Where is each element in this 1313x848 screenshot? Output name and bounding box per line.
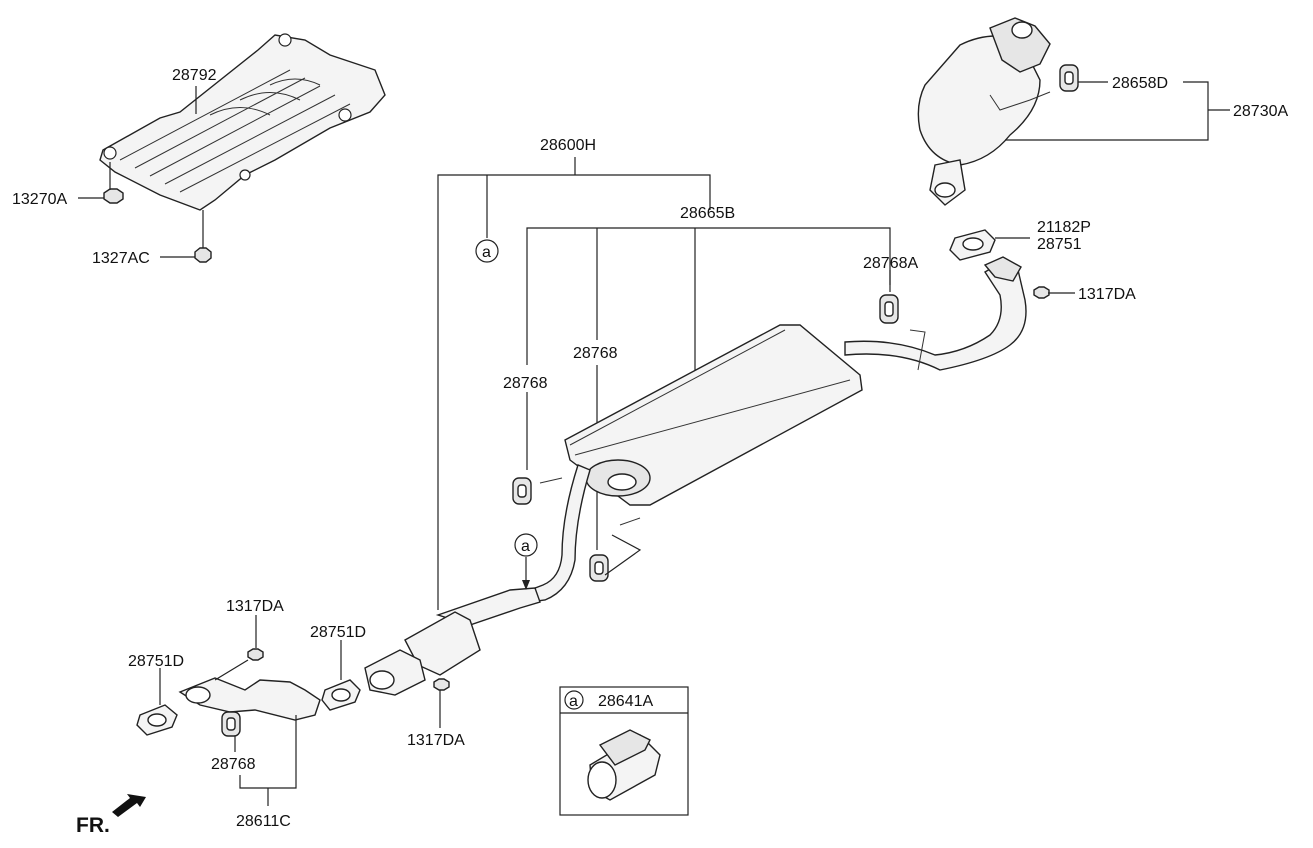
label-1327ac: 1327AC	[92, 250, 150, 267]
gasket-28751d-left	[136, 704, 178, 736]
label-28768-c: 28768	[211, 756, 256, 773]
front-pipe-part	[178, 677, 321, 721]
label-1317da-right: 1317DA	[1078, 286, 1136, 303]
label-28641a: 28641A	[598, 693, 653, 710]
label-1317da-top: 1317DA	[226, 598, 284, 615]
label-28600h: 28600H	[540, 137, 596, 154]
gasket-21182p	[949, 229, 996, 261]
inset-ref-a: a	[569, 693, 578, 710]
label-28751d-mid: 28751D	[310, 624, 366, 641]
front-catalyst-part	[364, 611, 481, 696]
converter-bracket	[989, 91, 1051, 111]
bolt-1317da-top	[247, 648, 264, 661]
label-28768a: 28768A	[863, 255, 918, 272]
rubber-hanger-28768a	[879, 294, 899, 324]
label-28658d: 28658D	[1112, 75, 1168, 92]
bracket-28611c	[239, 715, 297, 789]
catalytic-converter-part	[917, 17, 1051, 206]
rubber-hanger-28768-c	[221, 711, 241, 737]
nut-1327ac	[194, 247, 212, 263]
hanger-rod	[909, 329, 926, 371]
gasket-28751d-mid	[321, 679, 361, 711]
bolt-1317da-right	[1033, 286, 1050, 299]
pipe-clamp-part	[587, 729, 661, 801]
label-13270a: 13270A	[12, 191, 67, 208]
ref-a-circle-mid	[514, 533, 538, 557]
rear-muffler-part	[564, 324, 863, 506]
under-cover-part	[99, 33, 386, 211]
ref-a-text-mid: a	[521, 538, 530, 555]
leader-line	[214, 659, 249, 681]
hanger-rod	[619, 517, 641, 526]
label-28751d-left: 28751D	[128, 653, 184, 670]
bolt-1317da-mid	[433, 678, 450, 691]
bracket-28730a	[1005, 81, 1209, 141]
nut-13270a	[103, 188, 124, 204]
clamp-inset-box: a 28641A	[559, 686, 689, 816]
label-28611c: 28611C	[236, 813, 291, 830]
bracket-28600h	[437, 174, 711, 610]
label-28768-b: 28768	[573, 345, 618, 362]
front-direction-label: FR.	[76, 814, 110, 837]
rubber-hanger-28768-a	[512, 477, 532, 505]
ref-a-circle	[475, 239, 499, 263]
leader-line	[604, 534, 642, 576]
label-21182p: 21182P	[1037, 219, 1091, 236]
ref-a-text: a	[482, 244, 491, 261]
bracket-28665b	[526, 227, 891, 365]
arrow-head	[522, 580, 530, 590]
hanger-rod	[539, 477, 563, 484]
rubber-hanger-28768-b	[589, 554, 609, 582]
label-28730a: 28730A	[1233, 103, 1288, 120]
rubber-hanger-28658d	[1059, 64, 1079, 92]
intermediate-pipe-part	[844, 256, 1027, 371]
label-1317da-mid: 1317DA	[407, 732, 465, 749]
label-28665b: 28665B	[680, 205, 735, 222]
label-28751: 28751	[1037, 236, 1082, 253]
label-28768-a: 28768	[503, 375, 548, 392]
front-arrow-icon	[112, 794, 146, 817]
label-28792: 28792	[172, 67, 217, 84]
